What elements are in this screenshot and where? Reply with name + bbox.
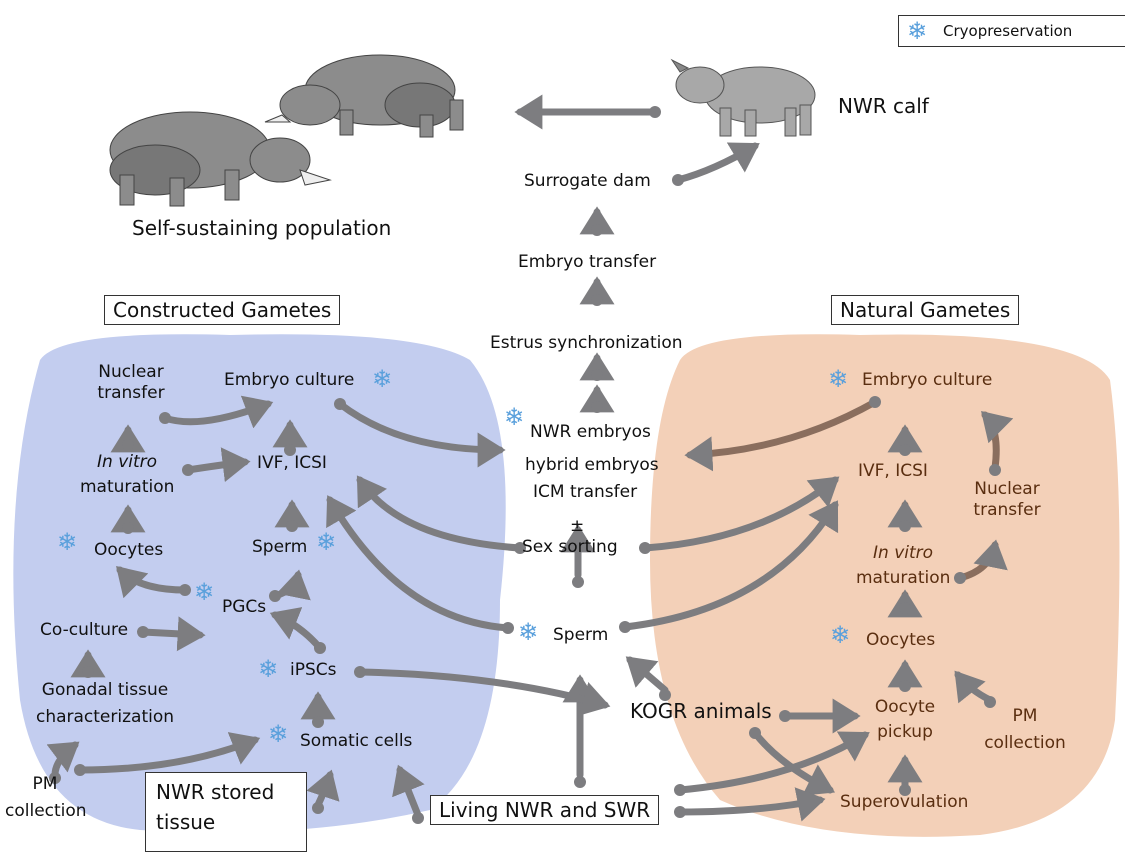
in-vitro-left-label: In vitro — [97, 452, 158, 472]
maturation-left-label: maturation — [80, 477, 175, 497]
snowflake-icon: ❄ — [316, 528, 337, 556]
nwr-calf-illustration — [670, 58, 816, 137]
embryo-culture-right-label: Embryo culture — [862, 370, 993, 390]
snowflake-icon: ❄ — [372, 365, 393, 393]
legend: ❄ Cryopreservation — [898, 15, 1125, 47]
ivf-right-label: IVF, ICSI — [858, 461, 928, 481]
snowflake-icon: ❄ — [504, 403, 525, 431]
nuclear-right-line-2: transfer — [973, 500, 1041, 520]
oocyte-pickup-line-1: Oocyte — [874, 697, 936, 717]
snowflake-icon: ❄ — [907, 17, 928, 45]
nuclear-right-line-1: Nuclear — [974, 479, 1040, 499]
nwr-calf-label: NWR calf — [838, 94, 929, 118]
nuclear-transfer-left-1: Nuclear — [98, 362, 164, 382]
legend-label: Cryopreservation — [943, 22, 1073, 40]
kogr-animals-label: KOGR animals — [630, 699, 772, 723]
embryos-line-2: hybrid embryos — [525, 455, 659, 475]
oocytes-right-label: Oocytes — [866, 630, 936, 650]
pm-right-line-2: collection — [984, 733, 1066, 753]
sperm-center-label: Sperm — [553, 625, 609, 645]
living-nwr-swr-box: Living NWR and SWR — [430, 795, 660, 825]
gonadal-line-1: Gonadal tissue — [41, 680, 169, 700]
natural-gametes-title: Natural Gametes — [831, 295, 1020, 325]
gonadal-line-2: characterization — [35, 707, 175, 727]
pm-right-line-1: PM — [1012, 706, 1038, 726]
ivf-left-label: IVF, ICSI — [257, 453, 327, 473]
coculture-label: Co-culture — [40, 620, 129, 640]
population-label: Self-sustaining population — [132, 216, 392, 240]
sex-sorting-label: Sex sorting — [522, 537, 618, 557]
snowflake-icon: ❄ — [57, 528, 78, 556]
in-vitro-right-label: In vitro — [873, 543, 934, 563]
nuclear-transfer-left-2: transfer — [97, 383, 165, 403]
embryo-culture-left-label: Embryo culture — [224, 370, 355, 390]
pm-left-line-2: collection — [5, 801, 87, 821]
pm-left-line-1: PM — [32, 774, 58, 794]
stored-line-1: NWR stored — [156, 780, 275, 804]
snowflake-icon: ❄ — [830, 621, 851, 649]
superovulation-label: Superovulation — [840, 792, 969, 812]
embryos-line-3: ICM transfer — [533, 482, 638, 502]
arrow-origin-dots — [49, 106, 1001, 824]
somatic-cells-label: Somatic cells — [300, 731, 413, 751]
embryos-line-1: NWR embryos — [530, 422, 651, 442]
snowflake-icon: ❄ — [268, 720, 289, 748]
snowflake-icon: ❄ — [518, 618, 539, 646]
estrus-sync-label: Estrus synchronization — [490, 333, 683, 353]
nwr-stored-tissue-box: NWR stored tissue — [145, 772, 307, 852]
sperm-left-label: Sperm — [252, 537, 308, 557]
constructed-gametes-region — [13, 334, 506, 833]
embryo-transfer-label: Embryo transfer — [518, 252, 657, 272]
stored-line-2: tissue — [156, 810, 216, 834]
snowflake-icon: ❄ — [258, 655, 279, 683]
rhino-herd-illustration — [109, 54, 464, 207]
ipscs-label: iPSCs — [290, 660, 337, 680]
plus-minus-symbol: ± — [570, 516, 585, 536]
pgcs-label: PGCs — [222, 597, 267, 617]
oocytes-left-label: Oocytes — [94, 540, 164, 560]
snowflake-icon: ❄ — [828, 365, 849, 393]
maturation-right-label: maturation — [856, 568, 951, 588]
constructed-gametes-title: Constructed Gametes — [104, 295, 341, 325]
oocyte-pickup-line-2: pickup — [877, 722, 933, 742]
arrows — [46, 94, 1014, 822]
natural-gametes-region — [650, 334, 1120, 837]
surrogate-dam-label: Surrogate dam — [524, 171, 651, 191]
snowflake-icon: ❄ — [194, 578, 215, 606]
